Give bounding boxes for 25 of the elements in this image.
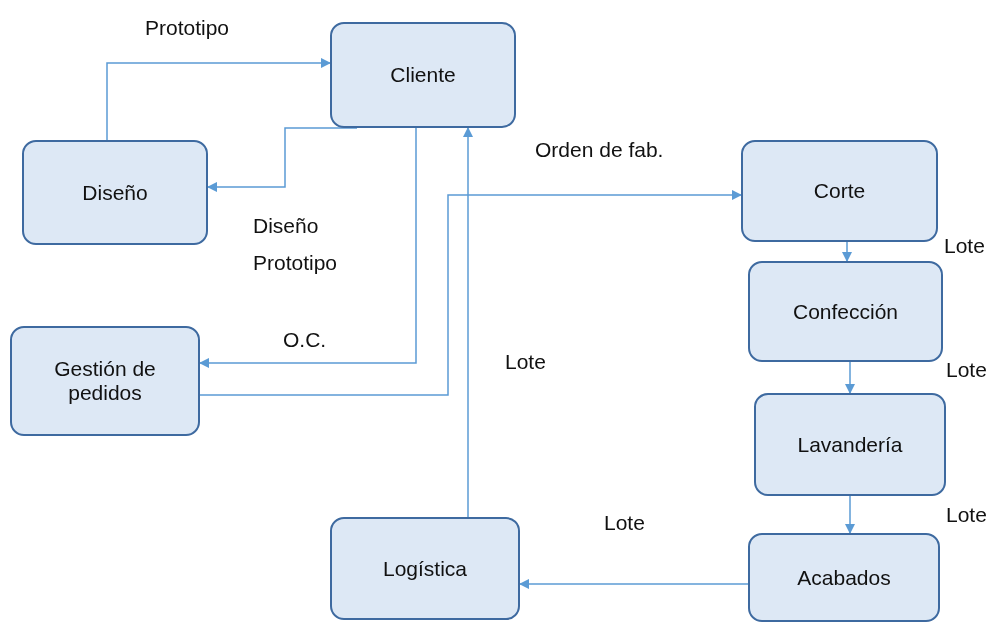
arrow bbox=[106, 57, 332, 141]
arrow bbox=[199, 189, 743, 396]
arrow bbox=[462, 126, 474, 518]
node-label: Cliente bbox=[390, 63, 456, 87]
process-box bbox=[330, 22, 516, 128]
arrow bbox=[198, 127, 417, 369]
process-box bbox=[741, 140, 938, 242]
process-box bbox=[10, 326, 200, 436]
process-box bbox=[22, 140, 208, 245]
arrow bbox=[206, 127, 358, 193]
process-box bbox=[748, 261, 943, 362]
arrow bbox=[841, 241, 853, 263]
arrow bbox=[844, 361, 856, 395]
arrow bbox=[844, 495, 856, 535]
arrow bbox=[518, 578, 749, 590]
node-label: Logística bbox=[382, 556, 468, 581]
node-label: Lavandería bbox=[797, 432, 903, 457]
node-label: Acabados bbox=[797, 565, 891, 590]
node-label: Confección bbox=[792, 299, 899, 324]
node-label: Corte bbox=[813, 179, 866, 203]
node-label: Diseño bbox=[82, 180, 148, 205]
process-box bbox=[330, 517, 520, 620]
process-box bbox=[748, 533, 940, 622]
process-box bbox=[754, 393, 946, 496]
node-label: Gestión de pedidos bbox=[53, 357, 157, 405]
